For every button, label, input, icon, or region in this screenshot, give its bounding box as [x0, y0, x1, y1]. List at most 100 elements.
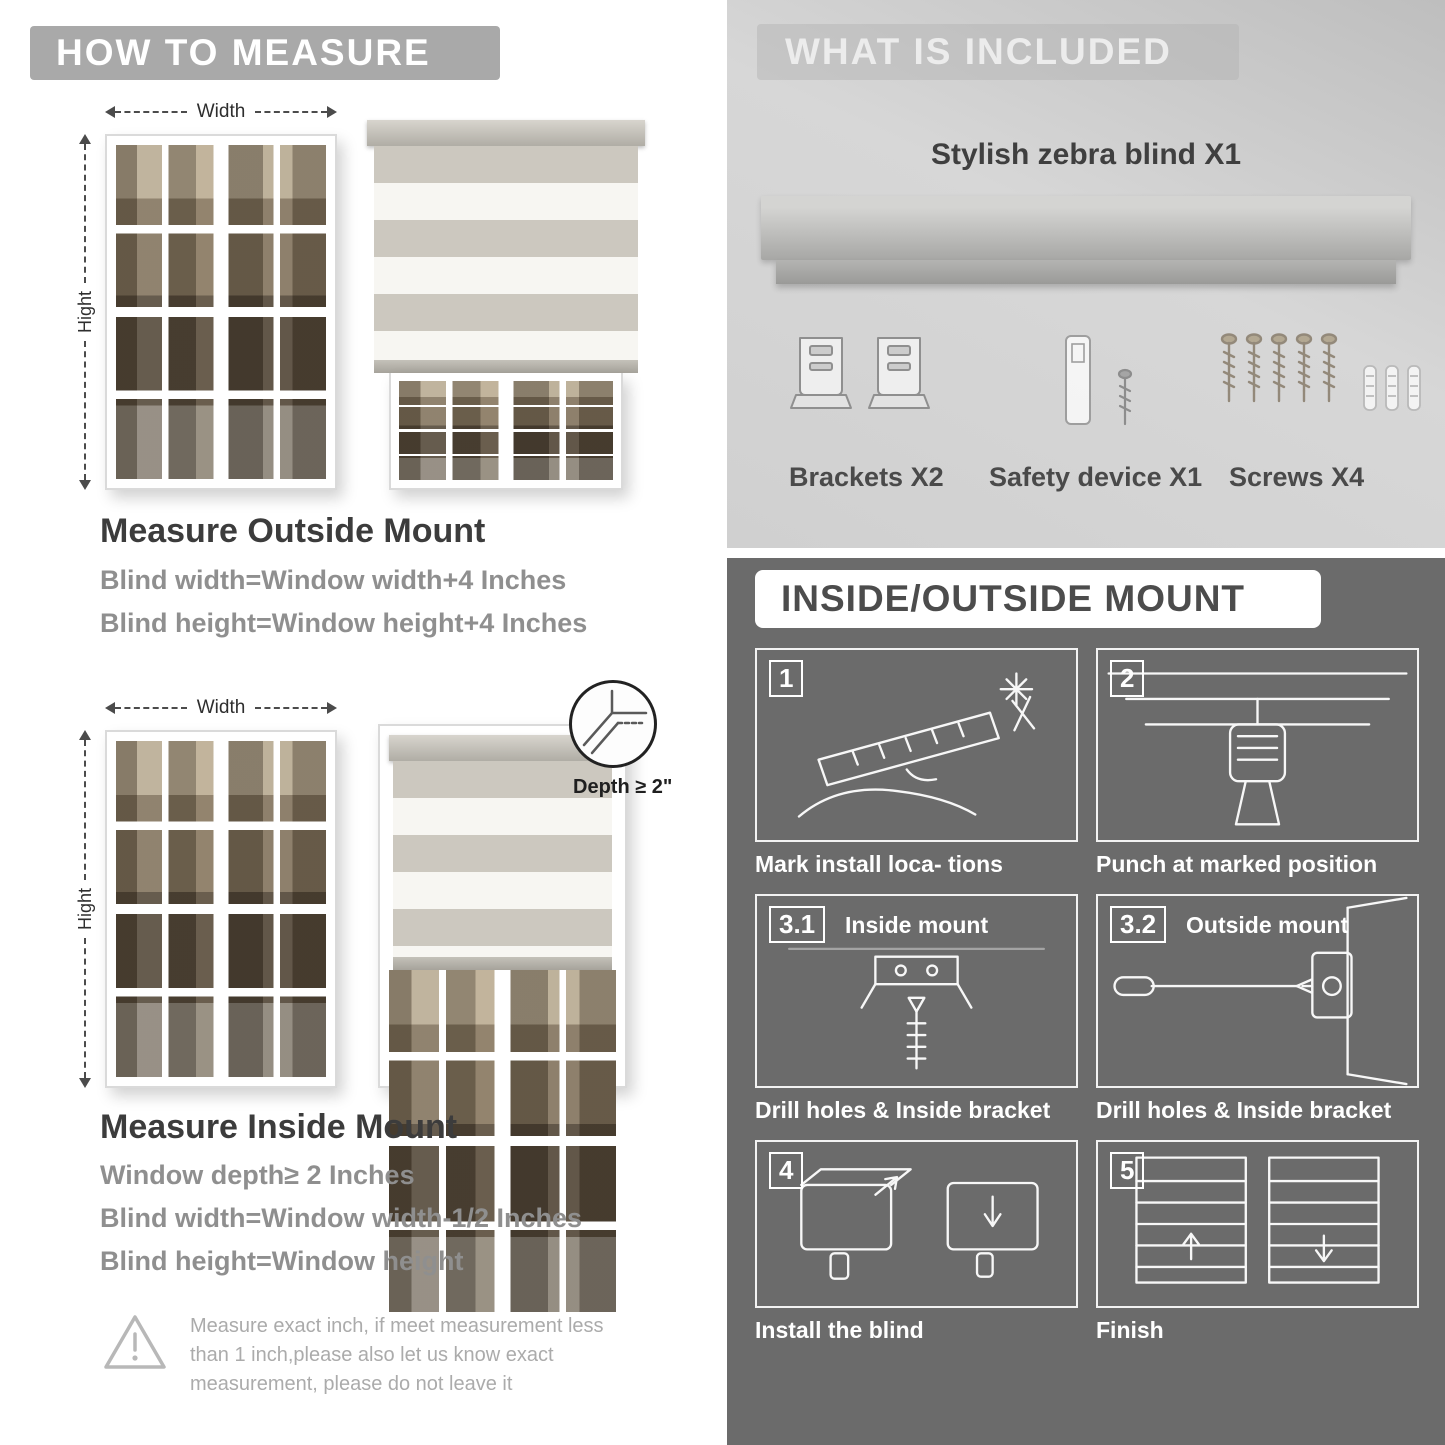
arrow-up-icon	[79, 134, 91, 144]
window-illustration	[105, 730, 337, 1088]
arrow-right-icon	[327, 702, 338, 714]
mount-steps-grid: 1 Mark install loca- tions	[755, 648, 1419, 1344]
window-below-blind	[389, 373, 623, 490]
step-caption: Punch at marked position	[1096, 851, 1378, 877]
screw-icon	[1117, 368, 1133, 426]
step-inline-title: Inside mount	[845, 912, 989, 938]
wall-anchors-icon	[1363, 365, 1421, 411]
step-caption: Install the blind	[755, 1317, 924, 1343]
height-dimension-arrow: Hight	[74, 134, 95, 490]
inside-mount-depth-rule: Window depth≥ 2 Inches	[100, 1160, 415, 1190]
step-2: 2 Punch at marked	[1096, 648, 1419, 878]
arrow-down-icon	[79, 480, 91, 490]
finish-blind-illustration	[1135, 1156, 1380, 1284]
step-3-1: 3.1 Inside mount Dri	[755, 894, 1078, 1124]
arrow-down-icon	[79, 1078, 91, 1088]
bracket-icon	[868, 337, 930, 409]
safety-device-icon	[1065, 335, 1091, 425]
step-number: 5	[1110, 1152, 1145, 1189]
window-glass	[116, 145, 326, 479]
step-3-2: 3.2 Outside mount	[1096, 894, 1419, 1124]
width-dimension-arrow: Width	[105, 101, 338, 122]
width-label: Width	[196, 101, 246, 122]
step-number: 3.1	[769, 906, 826, 943]
step-caption: Drill holes & Inside bracket	[1096, 1097, 1392, 1123]
height-label: Hight	[74, 290, 95, 334]
arrow-right-icon	[327, 106, 338, 118]
arrow-left-icon	[105, 106, 115, 118]
outside-mount-formula-width: Blind width=Window width+4 Inches	[100, 565, 567, 595]
window-glass	[399, 381, 613, 480]
inside-mount-formula-width: Blind width=Window width-1/2 Inches	[100, 1203, 583, 1233]
window-illustration	[105, 134, 337, 490]
what-is-included-section: WHAT IS INCLUDED Stylish zebra blind X1	[727, 0, 1445, 548]
zebra-stripes	[374, 146, 638, 360]
width-label: Width	[196, 697, 246, 718]
screws-icon	[1220, 333, 1338, 403]
step-4: 4 Install the blind	[755, 1140, 1078, 1344]
step-caption: Mark install loca- tions	[755, 851, 1003, 877]
what-is-included-header: WHAT IS INCLUDED	[757, 24, 1239, 80]
outside-mount-title: Measure Outside Mount	[100, 512, 486, 550]
mount-instructions-section: INSIDE/OUTSIDE MOUNT 1	[727, 558, 1445, 1445]
outside-mount-formula-height: Blind height=Window height+4 Inches	[100, 608, 588, 638]
mount-instructions-header: INSIDE/OUTSIDE MOUNT	[755, 570, 1321, 628]
step-1-box: 1	[755, 648, 1078, 842]
safety-device-illustration	[1059, 332, 1133, 430]
how-to-measure-header-label: HOW TO MEASURE	[56, 32, 431, 73]
zebra-blind-label: Stylish zebra blind X1	[930, 138, 1242, 171]
blind-headrail	[367, 120, 645, 146]
step-inline-title: Outside mount	[1186, 912, 1349, 938]
window-glass	[389, 970, 616, 1312]
measure-warning: Measure exact inch, if meet measurement …	[102, 1312, 642, 1399]
step-number: 4	[769, 1152, 804, 1189]
step-caption: Drill holes & Inside bracket	[755, 1097, 1051, 1123]
inside-mount-illustration-group: Width Hight	[74, 680, 672, 1312]
inside-mount-blind-illustration	[378, 724, 627, 1312]
outside-bracket-illustration	[1113, 896, 1408, 1086]
mount-instructions-header-label: INSIDE/OUTSIDE MOUNT	[781, 578, 1246, 619]
warning-text: Measure exact inch, if meet measurement …	[190, 1315, 604, 1395]
step-3-2-box: 3.2 Outside mount	[1096, 894, 1419, 1088]
brackets-label: Brackets X2	[789, 462, 944, 492]
step-number: 1	[769, 660, 804, 697]
outside-mount-blind-illustration	[367, 120, 645, 490]
arrow-up-icon	[79, 730, 91, 740]
install-blind-illustration	[800, 1168, 1039, 1280]
step-number: 3.2	[1110, 906, 1167, 943]
zebra-blind-headrail-illustration	[761, 196, 1411, 284]
brackets-illustration	[789, 332, 931, 416]
what-is-included-header-label: WHAT IS INCLUDED	[785, 31, 1172, 72]
step-number: 2	[1110, 660, 1145, 697]
window-glass	[116, 741, 326, 1077]
inside-mount-title: Measure Inside Mount	[100, 1108, 458, 1146]
headrail-cassette	[761, 196, 1411, 260]
how-to-measure-section: HOW TO MEASURE Width Hight	[0, 0, 700, 1445]
height-label: Hight	[74, 887, 95, 931]
mark-locations-illustration	[797, 672, 1036, 818]
blind-bottomrail	[374, 360, 638, 373]
step-1: 1 Mark install loca- tions	[755, 648, 1078, 878]
screws-label: Screws X4	[1229, 462, 1365, 492]
depth-requirement-label: Depth ≥ 2"	[573, 776, 673, 798]
step-4-box: 4	[755, 1140, 1078, 1308]
step-2-box: 2	[1096, 648, 1419, 842]
step-5: 5 Finish	[1096, 1140, 1419, 1344]
depth-callout-circle	[569, 680, 657, 768]
inside-mount-formula-height: Blind height=Window height	[100, 1246, 464, 1276]
drill-illustration	[1107, 672, 1408, 826]
safety-device-label: Safety device X1	[989, 462, 1203, 492]
width-dimension-arrow: Width	[105, 697, 338, 718]
step-caption: Finish	[1096, 1317, 1164, 1343]
arrow-left-icon	[105, 702, 115, 714]
blind-bottomrail	[393, 957, 612, 970]
headrail-valance	[776, 260, 1396, 284]
zebra-stripes	[393, 761, 612, 957]
bracket-icon	[790, 337, 852, 409]
how-to-measure-header: HOW TO MEASURE	[30, 26, 500, 80]
step-5-box: 5	[1096, 1140, 1419, 1308]
window-corner-detail-icon	[582, 689, 648, 755]
inside-bracket-illustration	[788, 947, 1045, 1070]
step-3-1-box: 3.1 Inside mount	[755, 894, 1078, 1088]
